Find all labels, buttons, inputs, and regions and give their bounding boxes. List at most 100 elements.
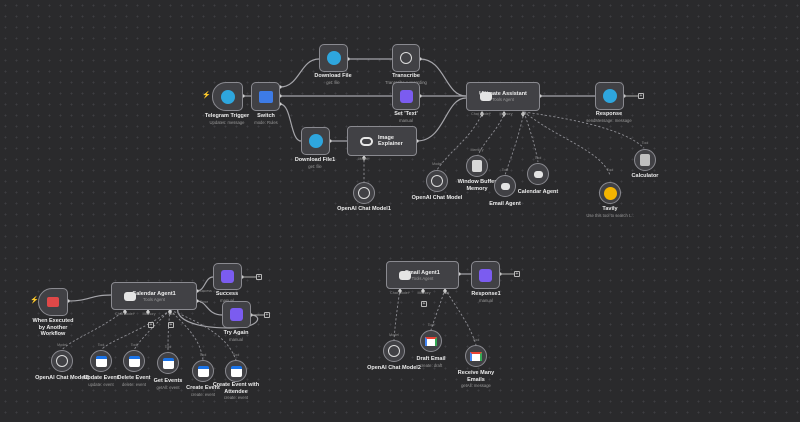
link-icon [360, 136, 373, 146]
telegram-trigger-node[interactable] [212, 82, 243, 111]
port-label: Tool [167, 312, 175, 316]
sub-connection [100, 309, 171, 351]
google-calendar-icon [230, 365, 242, 377]
download-file-node[interactable] [319, 44, 348, 72]
port-label: Tool [606, 168, 614, 172]
add-tool-button[interactable]: + [168, 322, 174, 328]
tavily-node[interactable] [599, 182, 621, 204]
openai-icon [388, 345, 400, 357]
telegram-icon [220, 89, 235, 104]
switch-node[interactable] [251, 82, 280, 111]
add-memory-button[interactable]: + [148, 322, 154, 328]
trigger-bolt-icon: ⚡ [30, 297, 39, 304]
port-label: Chat Model* [390, 291, 410, 295]
window-buffer-memory-label: Window Buffer Memory [457, 179, 497, 192]
window-buffer-memory-node[interactable] [466, 155, 488, 177]
trigger-bolt-icon: ⚡ [202, 92, 211, 99]
calculator-label: Calculator [631, 173, 659, 179]
openai-chat-model3-label: OpenAI Chat Model3 [35, 375, 89, 381]
transcribe-node[interactable] [392, 44, 420, 72]
port-label: Memory [470, 148, 484, 152]
add-node-button[interactable]: + [256, 274, 262, 280]
add-node-button[interactable]: + [514, 271, 520, 277]
connection [416, 97, 467, 142]
pencil-icon [399, 89, 413, 103]
email-agent-node[interactable] [494, 175, 516, 197]
calendar-agent-node[interactable] [527, 163, 549, 185]
port-label: Tool [442, 291, 450, 295]
openai-icon [400, 52, 412, 64]
connection [279, 103, 302, 142]
openai-chat-model3-node[interactable] [51, 350, 73, 372]
robot-icon [500, 182, 510, 190]
try-again-node[interactable] [222, 301, 251, 328]
response-node[interactable] [595, 82, 624, 110]
database-icon [472, 160, 482, 172]
success-node[interactable] [213, 263, 242, 290]
output-success-label: Success [198, 289, 212, 293]
add-node-button[interactable]: + [264, 312, 270, 318]
create-event-attendee-node[interactable] [225, 360, 247, 382]
connection [196, 300, 223, 316]
google-calendar-icon [197, 365, 209, 377]
draft-email-node[interactable] [420, 330, 442, 352]
add-node-button[interactable]: + [638, 93, 644, 99]
openai-icon [358, 187, 370, 199]
update-event-node[interactable] [90, 350, 112, 372]
response1-node[interactable] [471, 261, 500, 289]
calculator-icon [640, 154, 650, 166]
sub-connection [61, 309, 126, 351]
connection [196, 276, 214, 292]
connection [67, 294, 112, 302]
port-label: Tool [534, 156, 542, 160]
ultimate-assistant-node[interactable]: Ultimate Assistant Tools Agent [466, 82, 540, 111]
sub-connection [444, 288, 477, 346]
robot-icon [480, 92, 492, 101]
create-event-node[interactable] [192, 360, 214, 382]
port-label: Memory [142, 312, 156, 316]
google-calendar-icon [128, 355, 140, 367]
port-label: Tool [501, 168, 509, 172]
openai-icon [431, 175, 443, 187]
image-explainer-node[interactable]: Image Explainer [347, 126, 417, 156]
port-label: Tool [641, 141, 649, 145]
openai-chat-model1-node[interactable] [353, 182, 375, 204]
calculator-node[interactable] [634, 149, 656, 171]
set-text-node[interactable] [392, 82, 420, 110]
switch-icon [258, 90, 273, 103]
when-executed-trigger-node[interactable] [38, 288, 68, 316]
openai-chat-model1-label: OpenAI Chat Model1 [337, 206, 391, 212]
openai-chat-model2-node[interactable] [383, 340, 405, 362]
port-label: Memory [499, 112, 513, 116]
port-label: Tool [472, 338, 480, 342]
download-file1-node[interactable] [301, 127, 330, 155]
email-agent1-node[interactable]: Email Agent1 Tools Agent [386, 261, 459, 289]
add-memory-button[interactable]: + [421, 301, 427, 307]
calendar-agent1-node[interactable]: Calendar Agent1 Tools Agent [111, 282, 197, 310]
openai-chat-model-node[interactable] [426, 170, 448, 192]
pencil-icon [221, 270, 234, 283]
port-label: Model [432, 162, 442, 166]
sub-connection [169, 309, 237, 361]
email-agent1-subtitle: Tools Agent [411, 275, 434, 281]
sub-connection [436, 111, 484, 171]
robot-icon [124, 291, 136, 301]
receive-many-emails-node[interactable] [465, 345, 487, 367]
ultimate-assistant-subtitle: Tools Agent [492, 97, 514, 102]
port-label: Memory [417, 291, 431, 295]
ultimate-assistant-title: Ultimate Assistant [479, 91, 527, 97]
delete-event-node[interactable] [123, 350, 145, 372]
get-events-node[interactable] [157, 352, 179, 374]
when-executed-label: When Executed by Another Workflow [32, 318, 74, 337]
